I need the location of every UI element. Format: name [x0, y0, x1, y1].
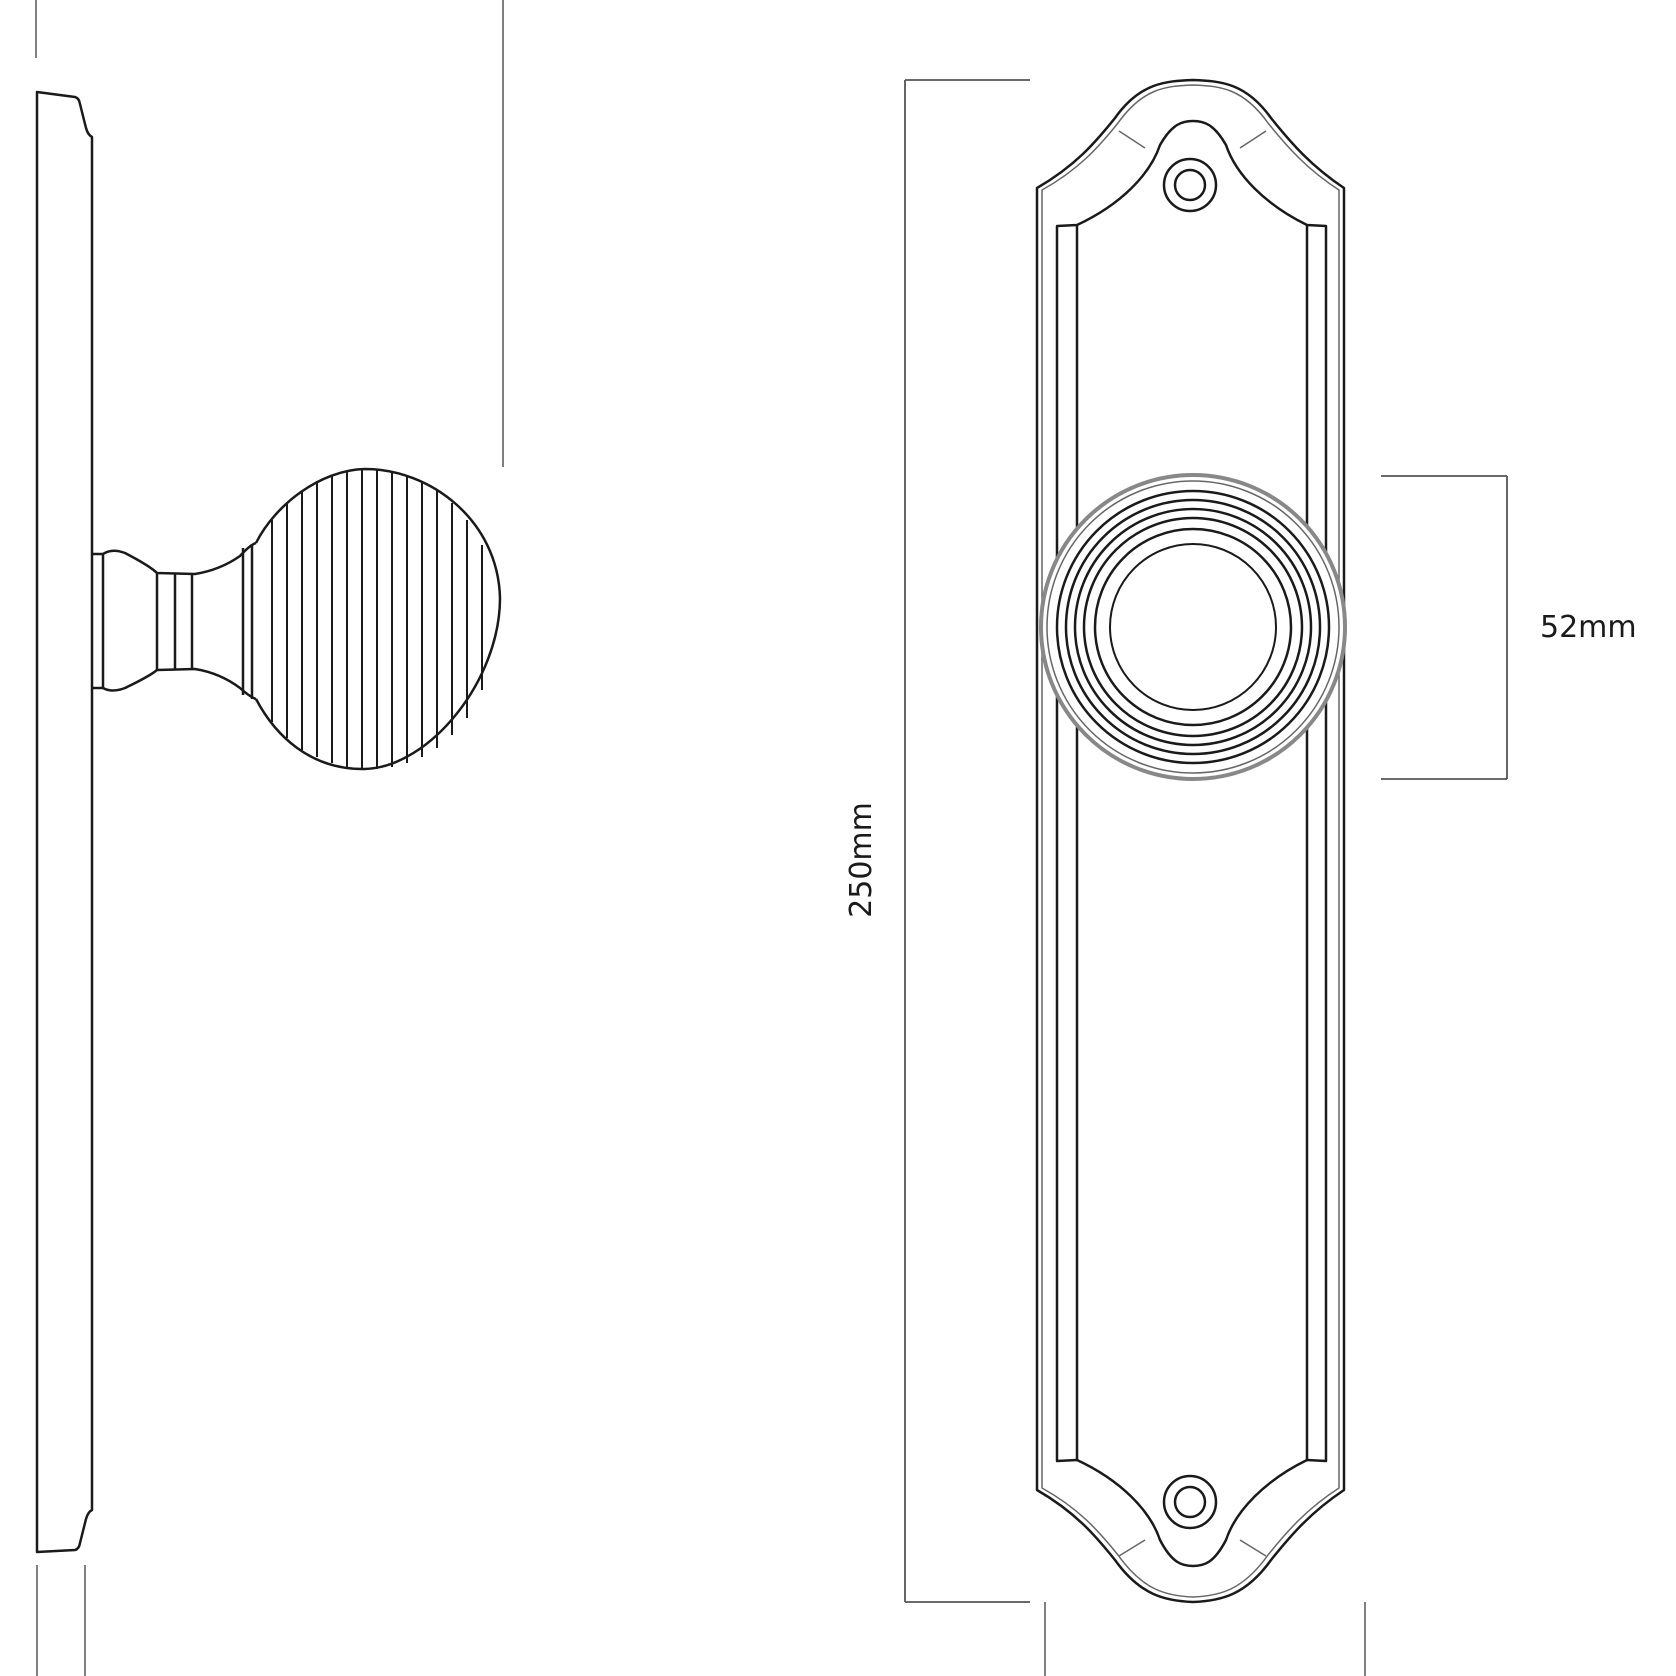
dimension-rose-52: [1381, 475, 1508, 780]
reeding-lines: [271, 470, 483, 769]
backplate-outline: [1035, 78, 1346, 1604]
backplate-profile: [35, 90, 94, 1554]
front-view: [1035, 78, 1347, 1604]
dimension-height-250: [904, 79, 1030, 1603]
knob-side-profile: [92, 467, 502, 771]
dimension-label-rose: 52mm: [1540, 610, 1637, 645]
dimension-label-height: 250mm: [844, 802, 879, 918]
screw-hole-top: [1162, 157, 1218, 213]
backplate-inner-face: [1055, 119, 1328, 1568]
side-view: [35, 0, 504, 1676]
screw-hole-bottom: [1162, 1474, 1218, 1530]
dimension-width-extension: [1044, 1602, 1366, 1676]
knob-rose-front: [1039, 473, 1347, 781]
